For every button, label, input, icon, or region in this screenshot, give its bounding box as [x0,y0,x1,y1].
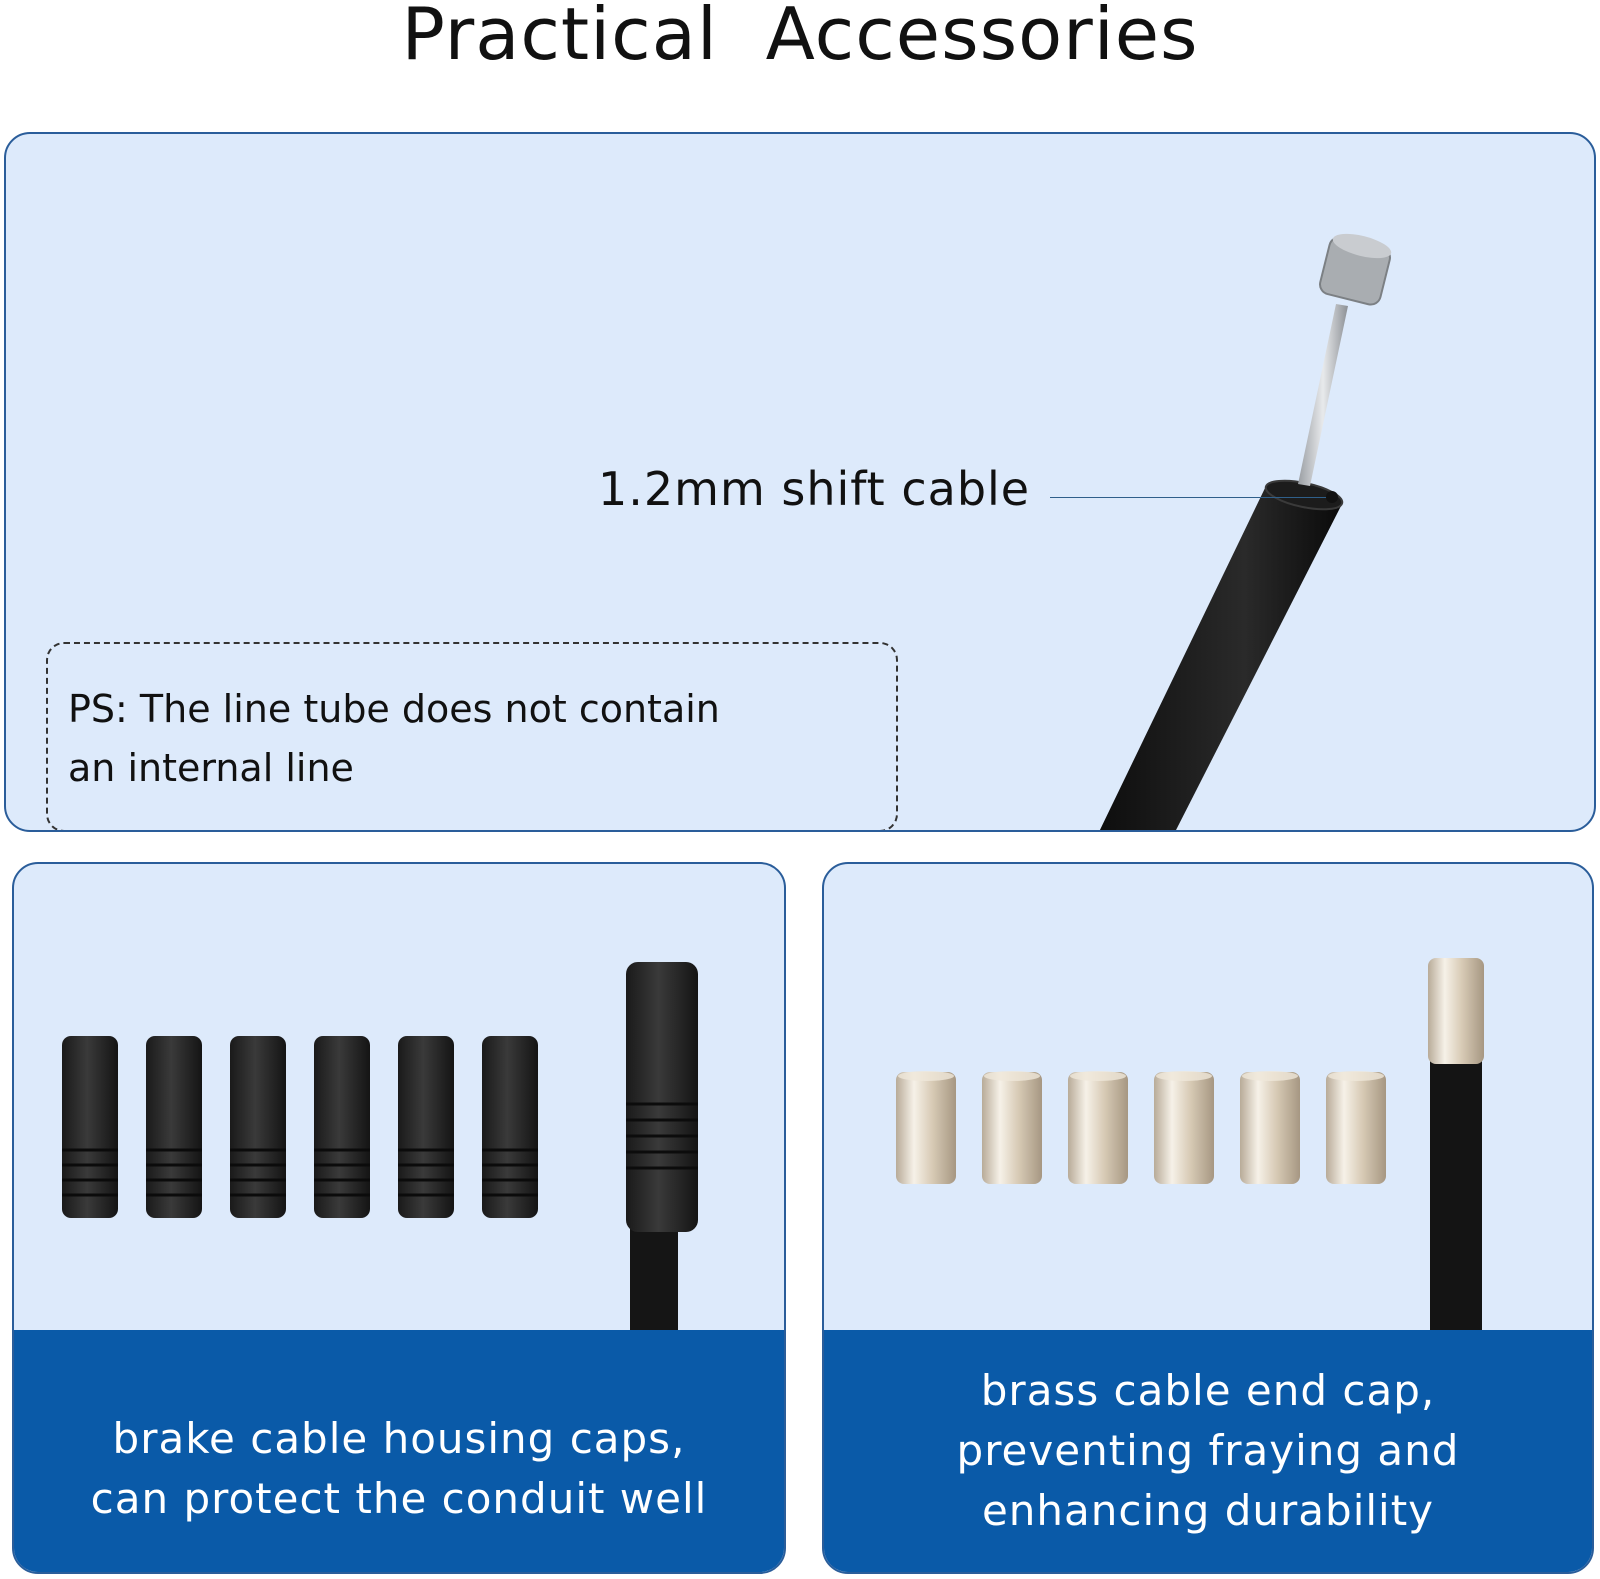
housing-caps-caption-line-1: brake cable housing caps, [112,1414,686,1463]
brass-caps-caption-line-1: brass cable end cap, [980,1366,1436,1415]
housing-caps-panel: brake cable housing caps, can protect th… [12,862,786,1574]
brass-cap [1326,1071,1386,1184]
housing-caps-caption-line-2: can protect the conduit well [90,1474,708,1523]
brass-caps-group [896,1071,1386,1184]
black-cap [146,1036,202,1218]
black-cap [398,1036,454,1218]
ps-note-line-1: PS: The line tube does not contain [68,687,720,731]
brass-caps-caption-line-2: preventing fraying and [956,1426,1460,1475]
page-title: Practical Accessories [401,0,1199,76]
brass-cap [982,1071,1042,1184]
cable-housing [1099,479,1344,830]
barrel-nipple [1319,233,1392,306]
brass-cap [1154,1071,1214,1184]
steel-wire [1298,304,1348,486]
callout-line [1050,497,1332,498]
black-cap [482,1036,538,1218]
brass-cap [1068,1071,1128,1184]
shift-cable-label: 1.2mm shift cable [598,462,1031,516]
ps-note: PS: The line tube does not contain an in… [46,642,898,830]
black-cap [314,1036,370,1218]
brass-caps-illustration [896,958,1484,1344]
housing-caps-caption: brake cable housing caps, can protect th… [14,1330,784,1572]
capped-housing [626,962,698,1344]
callout-dot [1326,491,1338,503]
black-caps-group [62,1036,538,1218]
capped-end-housing [1428,958,1484,1344]
brass-cap [1240,1071,1300,1184]
shift-cable-illustration [1099,233,1392,830]
black-cap [230,1036,286,1218]
housing-caps-illustration [62,962,698,1344]
ps-note-line-2: an internal line [68,746,354,790]
black-cap [62,1036,118,1218]
brass-caps-caption-line-3: enhancing durability [981,1486,1435,1535]
brass-cap [896,1071,956,1184]
brass-caps-panel: brass cable end cap, preventing fraying … [822,862,1594,1574]
shift-cable-panel: 1.2mm shift cable PS: The line tube does… [4,132,1596,832]
brass-caps-caption: brass cable end cap, preventing fraying … [824,1330,1592,1572]
